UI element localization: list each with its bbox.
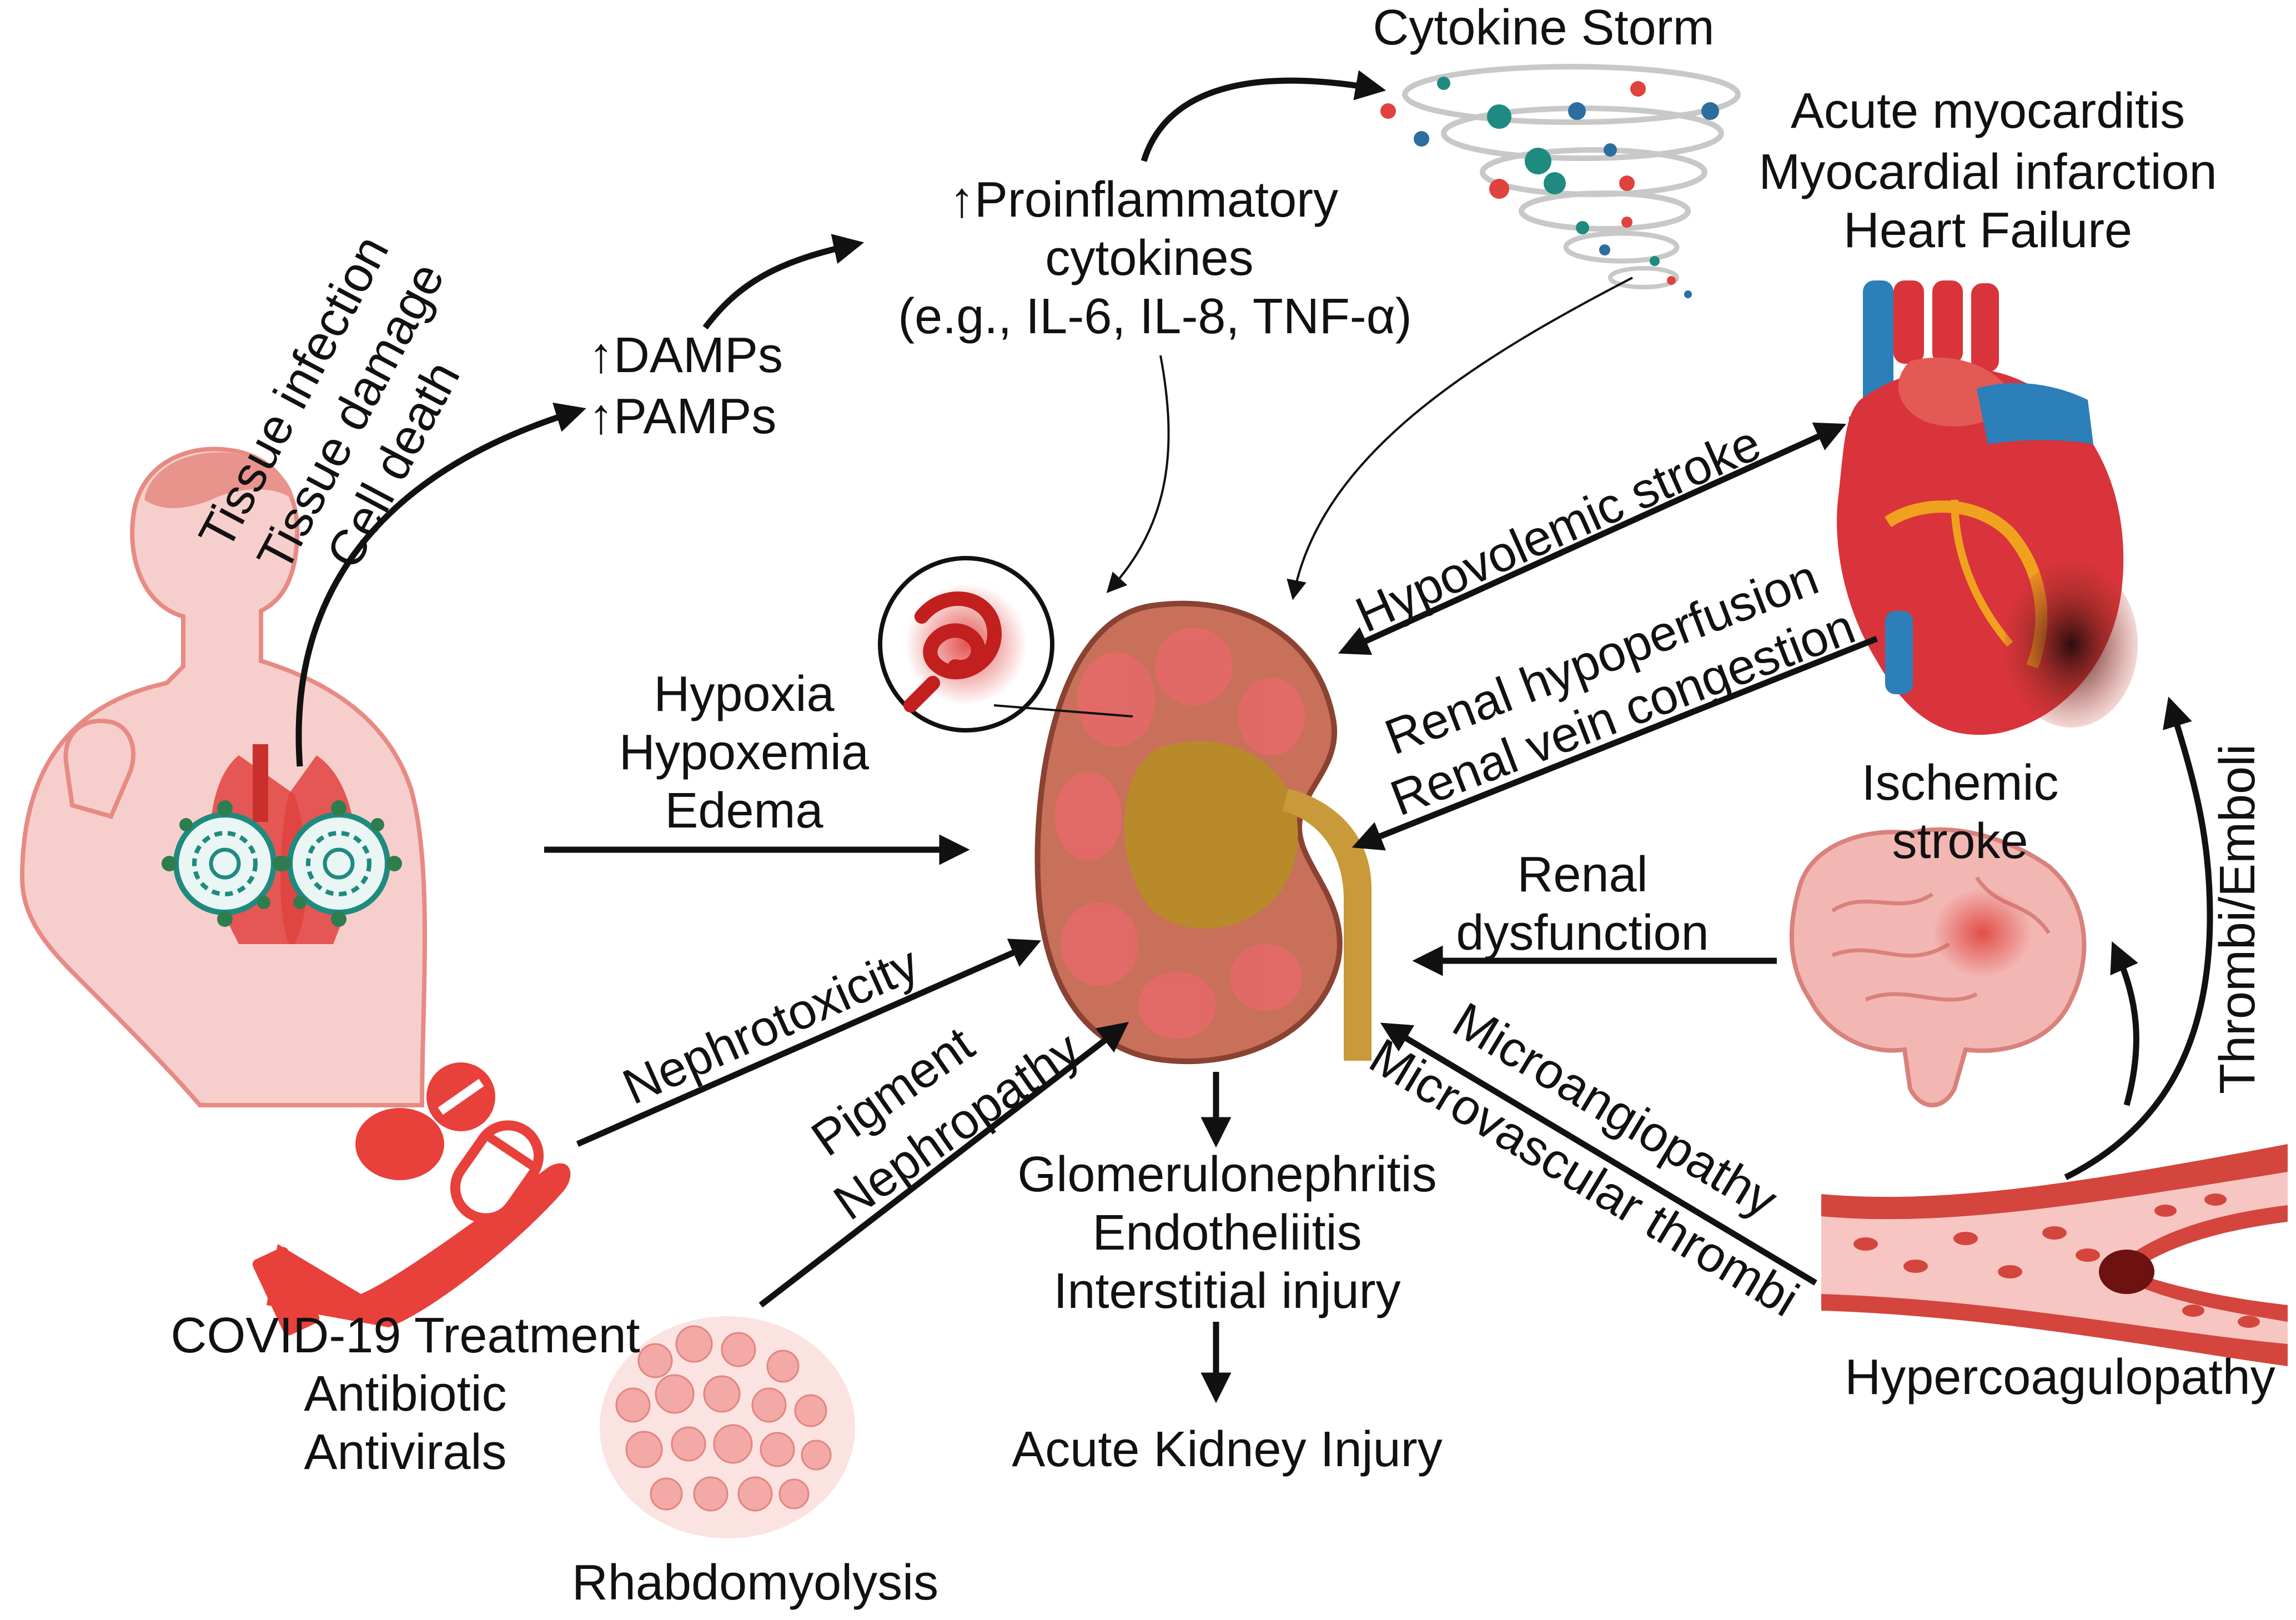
- arrow-lungs-to-damps: [295, 403, 586, 767]
- label-stroke: stroke: [1892, 814, 2028, 869]
- arrow-vessel-to-heart: [2064, 696, 2213, 1180]
- arrow-cytokines-to-storm: [1141, 70, 1386, 162]
- label-glomerulonephritis: Glomerulonephritis: [1017, 1147, 1436, 1202]
- clot-icon: [2099, 1250, 2154, 1294]
- label-edema: Edema: [665, 783, 823, 839]
- label-thrombi-emboli: Thrombi/Emboli: [2210, 744, 2265, 1094]
- label-endotheliitis: Endotheliitis: [1092, 1205, 1361, 1261]
- arrow-cytokines-to-glomerulus: [1106, 355, 1170, 593]
- label-dysfunction: dysfunction: [1456, 905, 1709, 961]
- label-cytokine-storm: Cytokine Storm: [1373, 0, 1714, 56]
- label-damps: ↑DAMPs: [589, 328, 783, 383]
- patient-illustration: [19, 447, 427, 1107]
- arrow-vessel-to-kidney: [1380, 1022, 1817, 1286]
- label-pamps: ↑PAMPs: [589, 389, 776, 444]
- blood-vessel-illustration: [1821, 1144, 2288, 1366]
- label-renal: Renal: [1517, 847, 1647, 902]
- label-acute-kidney-injury: Acute Kidney Injury: [1012, 1422, 1442, 1477]
- label-hypoxia: Hypoxia: [654, 666, 835, 722]
- arrow-heart-to-kidney: [1352, 635, 1878, 851]
- kidney-illustration: [1034, 600, 1371, 1064]
- label-acute-myocarditis: Acute myocarditis: [1791, 83, 2185, 139]
- brain-illustration: [1789, 827, 2087, 1107]
- label-cytokine-examples: (e.g., IL-6, IL-8, TNF-α): [898, 289, 1412, 344]
- arrow-muscle-to-kidney: [758, 1021, 1129, 1308]
- label-myocardial-infarction: Myocardial infarction: [1759, 144, 2217, 200]
- arrow-treatment-to-kidney: [576, 939, 1042, 1147]
- medication-hand-icon: [252, 1062, 571, 1336]
- label-antibiotic: Antibiotic: [304, 1366, 506, 1422]
- label-ischemic: Ischemic: [1861, 755, 2058, 811]
- label-antivirals: Antivirals: [304, 1425, 506, 1480]
- cytokine-storm-icon: [1380, 64, 1741, 298]
- heart-illustration: [1837, 280, 2138, 735]
- label-proinflammatory: ↑Proinflammatory: [949, 172, 1338, 228]
- muscle-tissue-illustration: [600, 1316, 855, 1538]
- label-heart-failure: Heart Failure: [1843, 203, 2132, 258]
- glomerulus-inset: [878, 556, 1133, 733]
- label-covid-treatment: COVID-19 Treatment: [170, 1308, 640, 1363]
- arrow-damps-to-cytokines: [702, 234, 865, 330]
- label-hypoxemia: Hypoxemia: [619, 725, 870, 780]
- label-interstitial-injury: Interstitial injury: [1053, 1263, 1400, 1319]
- arrows: [295, 70, 2213, 1403]
- label-hypercoagulopathy: Hypercoagulopathy: [1845, 1350, 2275, 1405]
- label-rhabdomyolysis: Rhabdomyolysis: [572, 1555, 938, 1611]
- arrow-vessel-to-brain: [2110, 941, 2139, 1106]
- label-cytokines: cytokines: [1045, 230, 1253, 286]
- arrow-storm-to-kidney: [1287, 277, 1633, 600]
- arrow-kidney-to-heart: [1338, 422, 1847, 655]
